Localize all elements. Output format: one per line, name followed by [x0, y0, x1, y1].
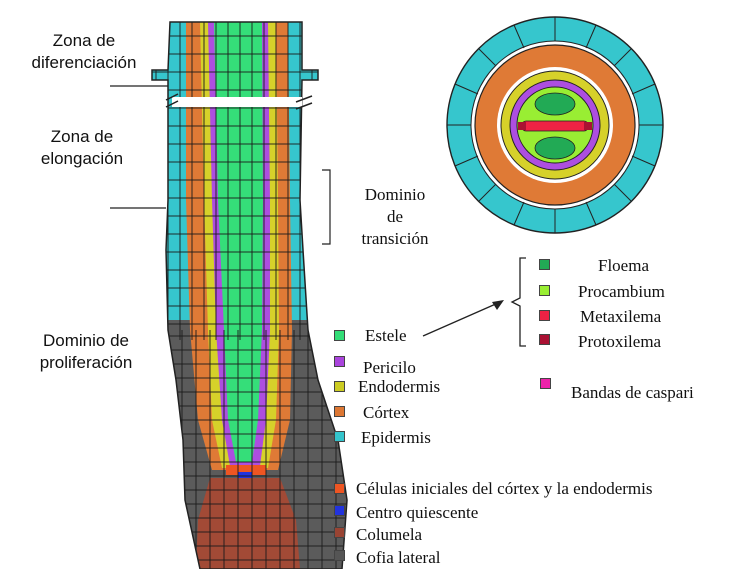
- legend-procambium: Procambium: [578, 281, 665, 302]
- swatch-procambium: [539, 285, 550, 296]
- swatch-epidermis: [334, 431, 345, 442]
- legend-centro-quiescente: Centro quiescente: [356, 502, 478, 523]
- legend-floema: Floema: [598, 255, 649, 276]
- swatch-cofia-lateral: [334, 550, 345, 561]
- legend-metaxilema: Metaxilema: [580, 306, 661, 327]
- swatch-celulas-iniciales: [334, 483, 345, 494]
- swatch-metaxilema: [539, 310, 550, 321]
- swatch-cortex: [334, 406, 345, 417]
- swatch-centro-quiescente: [334, 505, 345, 516]
- swatch-estele: [334, 330, 345, 341]
- legend-cortex: Córtex: [363, 402, 409, 423]
- swatch-caspari: [540, 378, 551, 389]
- swatch-pericilo: [334, 356, 345, 367]
- swatch-columela: [334, 527, 345, 538]
- root-cross-section: [447, 17, 663, 233]
- legend-epidermis: Epidermis: [361, 427, 431, 448]
- legend-caspari: Bandas de caspari: [571, 382, 694, 403]
- legend-protoxilema: Protoxilema: [578, 331, 661, 352]
- swatch-floema: [539, 259, 550, 270]
- legend-columela: Columela: [356, 524, 422, 545]
- legend-endodermis: Endodermis: [358, 376, 440, 397]
- legend-estele: Estele: [365, 325, 407, 346]
- swatch-endodermis: [334, 381, 345, 392]
- legend-cofia-lateral: Cofia lateral: [356, 547, 441, 568]
- swatch-protoxilema: [539, 334, 550, 345]
- legend-celulas-iniciales: Células iniciales del córtex y la endode…: [356, 478, 652, 499]
- legend-pericilo: Pericilo: [363, 357, 416, 378]
